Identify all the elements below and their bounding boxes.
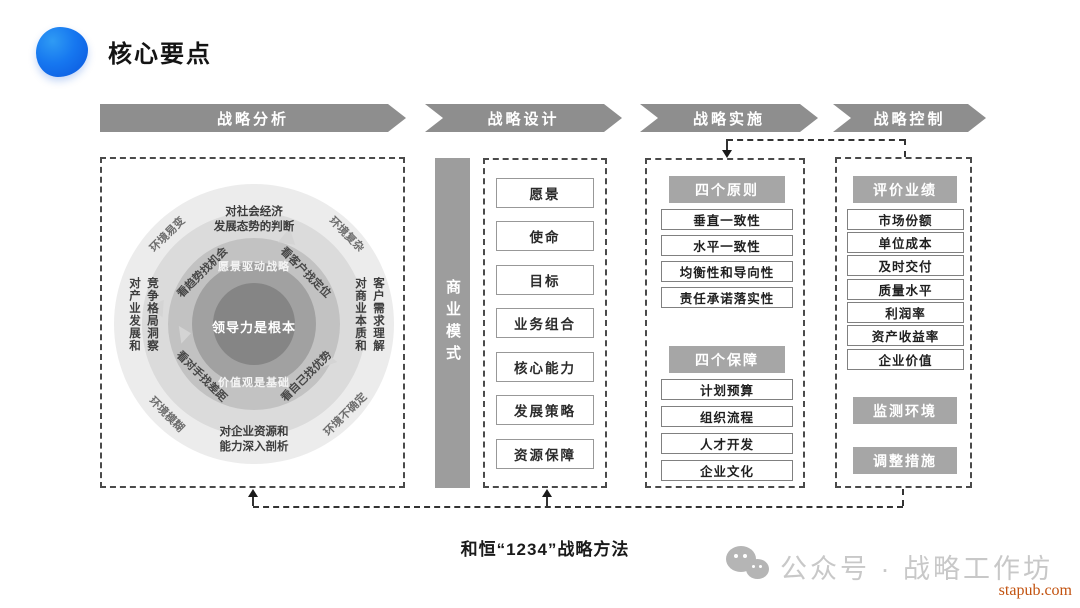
top-connector-line xyxy=(727,139,905,141)
vision-label: 愿景驱动战略 xyxy=(218,261,290,273)
site-watermark: stapub.com xyxy=(998,582,1072,599)
design-item-vision: 愿景 xyxy=(496,177,594,208)
bottom-connector-rise-mid xyxy=(546,496,548,506)
leadership-center-label: 领导力是根本 xyxy=(211,320,296,335)
design-item-portfolio: 业务组合 xyxy=(496,308,594,338)
top-connector-drop-left xyxy=(726,139,728,150)
business-model-bar: 商业模式 xyxy=(435,158,470,488)
wechat-eye xyxy=(752,565,755,568)
guarantees-header: 四个保障 xyxy=(669,346,785,373)
step-banner-implementation: 战略实施 xyxy=(640,104,818,132)
design-item-goal: 目标 xyxy=(496,264,594,295)
watermark-account: 公众号 · 战略工作坊 xyxy=(780,554,1053,584)
bottom-connector-arrow-icon xyxy=(542,489,552,497)
design-item-mission: 使命 xyxy=(496,221,594,251)
step-banner-control: 战略控制 xyxy=(833,104,986,132)
wechat-eye xyxy=(734,554,738,558)
method-caption: 和恒“1234”战略方法 xyxy=(460,540,630,559)
business-model-label: 商业模式 xyxy=(444,279,461,367)
insight-right-label: 对商业本质和 客户需求理解 xyxy=(354,277,384,352)
metric-item: 资产收益率 xyxy=(847,325,964,346)
design-panel: 愿景 使命 目标 业务组合 核心能力 发展策略 资源保障 xyxy=(483,158,607,488)
metric-item: 及时交付 xyxy=(847,255,964,276)
monitor-header: 监测环境 xyxy=(853,397,957,424)
design-item-capability: 核心能力 xyxy=(496,351,594,382)
bottom-connector-line xyxy=(253,506,903,508)
guarantee-item: 人才开发 xyxy=(661,433,793,454)
metric-item: 市场份额 xyxy=(847,209,964,230)
step-label: 战略分析 xyxy=(216,110,289,128)
wechat-eye xyxy=(743,554,747,558)
principle-item: 水平一致性 xyxy=(661,235,793,256)
bottom-connector-rise-left xyxy=(252,496,254,506)
performance-header: 评价业绩 xyxy=(853,176,957,203)
metric-item: 利润率 xyxy=(847,302,964,323)
wechat-eye xyxy=(759,565,762,568)
bottom-connector-arrow-icon xyxy=(248,489,258,497)
values-label: 价值观是基础 xyxy=(218,377,290,389)
control-panel: 评价业绩 市场份额 单位成本 及时交付 质量水平 利润率 资产收益率 企业价值 … xyxy=(835,157,972,488)
analysis-panel: 环境易变 环境复杂 环境模糊 环境不确定 对社会经济 发展态势的判断 对企业资源… xyxy=(100,157,405,488)
insight-bottom-label: 对企业资源和 能力深入剖析 xyxy=(219,426,289,453)
guarantee-item: 组织流程 xyxy=(661,406,793,427)
metric-item: 质量水平 xyxy=(847,279,964,300)
principle-item: 均衡性和导向性 xyxy=(661,261,793,282)
flow-arrow-icon xyxy=(178,324,193,344)
adjust-header: 调整措施 xyxy=(853,447,957,474)
design-item-strategy: 发展策略 xyxy=(496,395,594,425)
step-banner-design: 战略设计 xyxy=(425,104,622,132)
guarantee-item: 企业文化 xyxy=(661,460,793,481)
insight-top-label: 对社会经济 发展态势的判断 xyxy=(213,206,295,233)
metric-item: 企业价值 xyxy=(847,349,964,370)
wechat-icon xyxy=(726,546,774,586)
step-label: 战略实施 xyxy=(692,110,765,128)
step-label: 战略设计 xyxy=(487,110,560,128)
bottom-connector-rise-right xyxy=(902,489,904,506)
page-title: 核心要点 xyxy=(108,41,212,68)
top-connector-drop-right xyxy=(904,139,906,157)
metric-item: 单位成本 xyxy=(847,232,964,253)
brand-blob-icon xyxy=(36,27,88,77)
design-item-resources: 资源保障 xyxy=(496,438,594,469)
step-banner-analysis: 战略分析 xyxy=(100,104,406,132)
principle-item: 责任承诺落实性 xyxy=(661,287,793,308)
step-label: 战略控制 xyxy=(873,110,946,128)
implementation-panel: 四个原则 垂直一致性 水平一致性 均衡性和导向性 责任承诺落实性 四个保障 计划… xyxy=(645,158,805,488)
ring-center xyxy=(213,283,295,365)
top-connector-arrow-icon xyxy=(722,150,732,158)
wechat-bubble-small xyxy=(746,559,769,579)
insight-left-label: 对产业发展和 竞争格局洞察 xyxy=(128,277,158,352)
guarantee-item: 计划预算 xyxy=(661,379,793,400)
principles-header: 四个原则 xyxy=(669,176,785,203)
principle-item: 垂直一致性 xyxy=(661,209,793,230)
